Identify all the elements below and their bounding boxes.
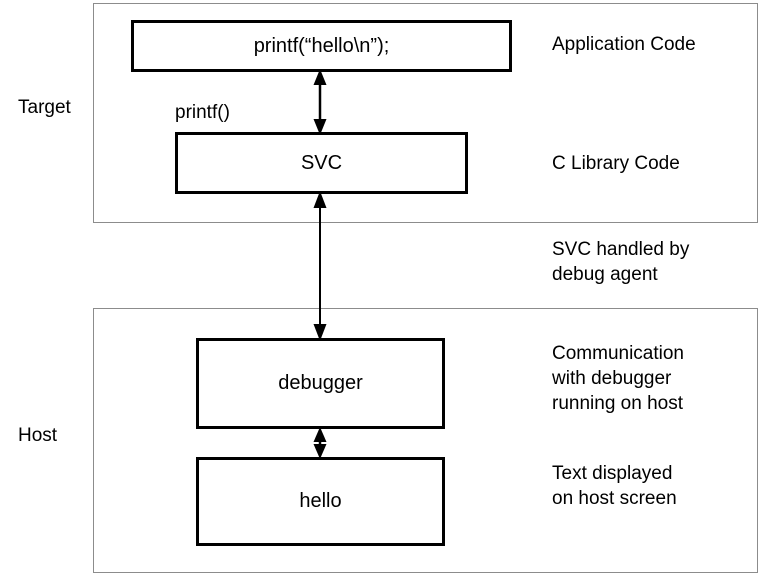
box-svc[interactable]: SVC <box>175 132 468 194</box>
box-hello[interactable]: hello <box>196 457 445 546</box>
caption-printf-call: printf() <box>175 102 230 123</box>
annotation-text-displayed: Text displayed on host screen <box>552 463 677 509</box>
box-debugger[interactable]: debugger <box>196 338 445 429</box>
box-svc-label: SVC <box>300 151 343 174</box>
annotation-application-code: Application Code <box>552 34 696 55</box>
box-hello-label: hello <box>299 490 342 512</box>
box-debugger-label: debugger <box>278 372 363 394</box>
box-application-code-label: printf(“hello\n”); <box>253 34 390 57</box>
annotation-c-library-code: C Library Code <box>552 153 680 174</box>
region-label-host: Host <box>18 425 58 446</box>
annotation-communication: Communication with debugger running on h… <box>552 343 684 414</box>
annotation-svc-handled: SVC handled by debug agent <box>552 239 690 285</box>
box-application-code[interactable]: printf(“hello\n”); <box>131 20 512 72</box>
region-label-target: Target <box>18 97 71 118</box>
